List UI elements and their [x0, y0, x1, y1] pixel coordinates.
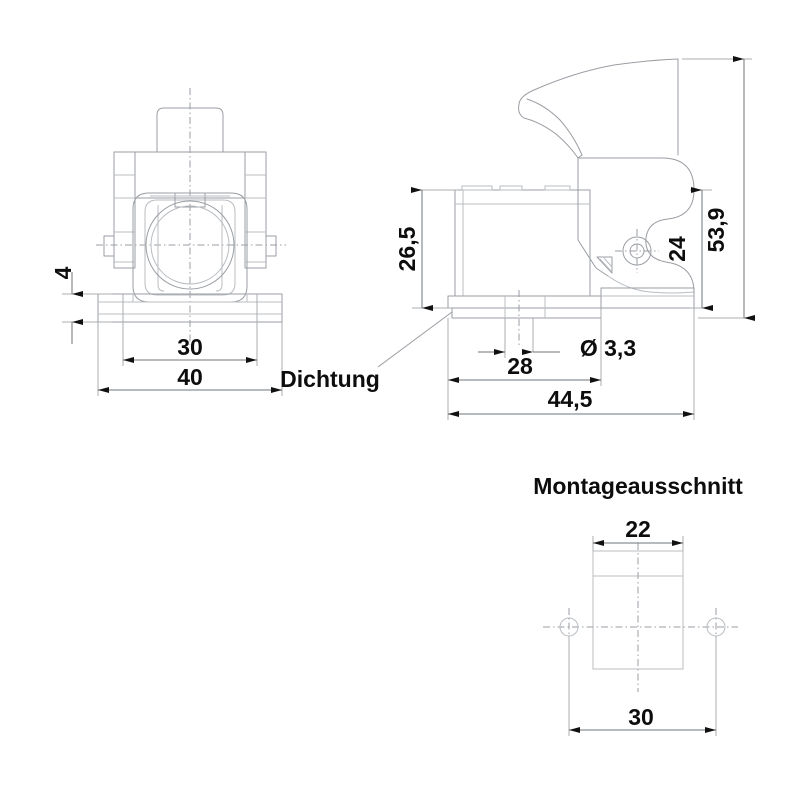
gasket-leader-line: [377, 311, 453, 368]
side-dim-44-5-text: 44,5: [548, 386, 593, 412]
side-dim-28-text: 28: [507, 353, 533, 379]
front-left-latch-pin: [103, 235, 115, 257]
side-mating-block: [600, 287, 695, 309]
front-view-geometry: [96, 88, 286, 345]
side-lever-top-edge: [518, 58, 679, 105]
side-lever-bottom-edge: [518, 103, 579, 159]
mounting-cutout-title: Montageausschnitt: [533, 473, 743, 499]
side-hook-bottom-arc: [607, 275, 695, 294]
front-view-dimensions: 4 30 40: [50, 266, 283, 396]
front-top-boss: [156, 107, 224, 153]
side-lever-inner-edge: [526, 98, 583, 156]
front-port-inner-circle: [150, 205, 230, 285]
side-main-body: [454, 189, 591, 297]
cutout-dim-30-text: 30: [628, 704, 654, 730]
cutout-dim-22-text: 22: [625, 516, 651, 542]
side-view-dimensions: 26,5 53,9 24 Ø 3,3 28: [280, 56, 755, 420]
side-view-geometry: [447, 58, 695, 348]
side-hook-left-profile: [577, 157, 609, 277]
cutout-view-geometry: [543, 543, 738, 692]
front-right-ear: [244, 151, 267, 269]
side-dim-53-9-text: 53,9: [703, 208, 729, 253]
side-dim-hole-diameter-text: Ø 3,3: [580, 335, 636, 361]
front-hood-top-tab: [174, 192, 206, 208]
front-left-ear: [113, 151, 136, 269]
front-right-latch-pin: [265, 235, 277, 257]
side-latch-wedge: [596, 256, 613, 274]
front-dim-40-text: 40: [177, 364, 203, 390]
front-hood-outer: [132, 192, 248, 303]
front-dim-4-text: 4: [50, 266, 76, 279]
cutout-view-dimensions: 22 30: [568, 516, 717, 736]
side-hook-outer-profile: [577, 157, 695, 301]
front-port-outer-circle: [145, 200, 235, 290]
front-dim-30-text: 30: [177, 334, 203, 360]
front-right-guide: [215, 205, 223, 292]
side-top-nub-1: [461, 185, 493, 191]
side-top-nub-3: [544, 185, 571, 191]
side-base-flange: [447, 295, 602, 309]
cutout-rectangle: [592, 550, 684, 670]
side-gasket-strip: [451, 307, 602, 319]
side-top-nub-2: [499, 185, 523, 191]
gasket-label: Dichtung: [280, 366, 380, 392]
side-latch-wedge-hatch-1: [599, 258, 612, 272]
front-left-guide: [157, 205, 165, 292]
side-dim-24-text: 24: [664, 236, 690, 262]
side-latch-wedge-hatch-2: [603, 257, 613, 268]
side-dim-26-5-text: 26,5: [394, 226, 420, 271]
